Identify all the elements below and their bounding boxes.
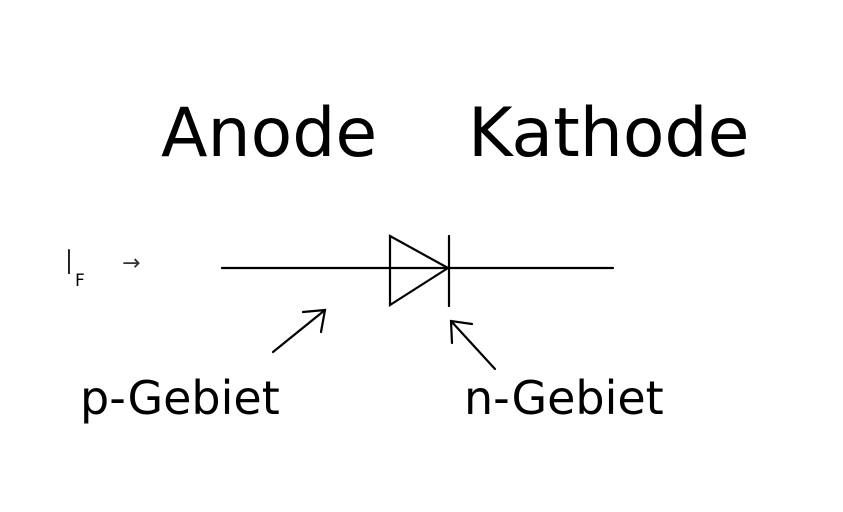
diode-triangle: [388, 234, 451, 308]
p-region-label: p-Gebiet: [80, 371, 280, 425]
n-region-pointer-arrow-icon: [449, 319, 497, 371]
forward-current-subscript: F: [75, 271, 85, 291]
current-direction-arrow-icon: →: [122, 251, 141, 276]
anode-label: Anode: [161, 94, 378, 173]
p-region-pointer-arrow-icon: [271, 308, 327, 354]
cathode-label: Kathode: [468, 94, 750, 173]
forward-current-symbol: I: [64, 243, 75, 283]
n-region-label: n-Gebiet: [464, 371, 664, 425]
